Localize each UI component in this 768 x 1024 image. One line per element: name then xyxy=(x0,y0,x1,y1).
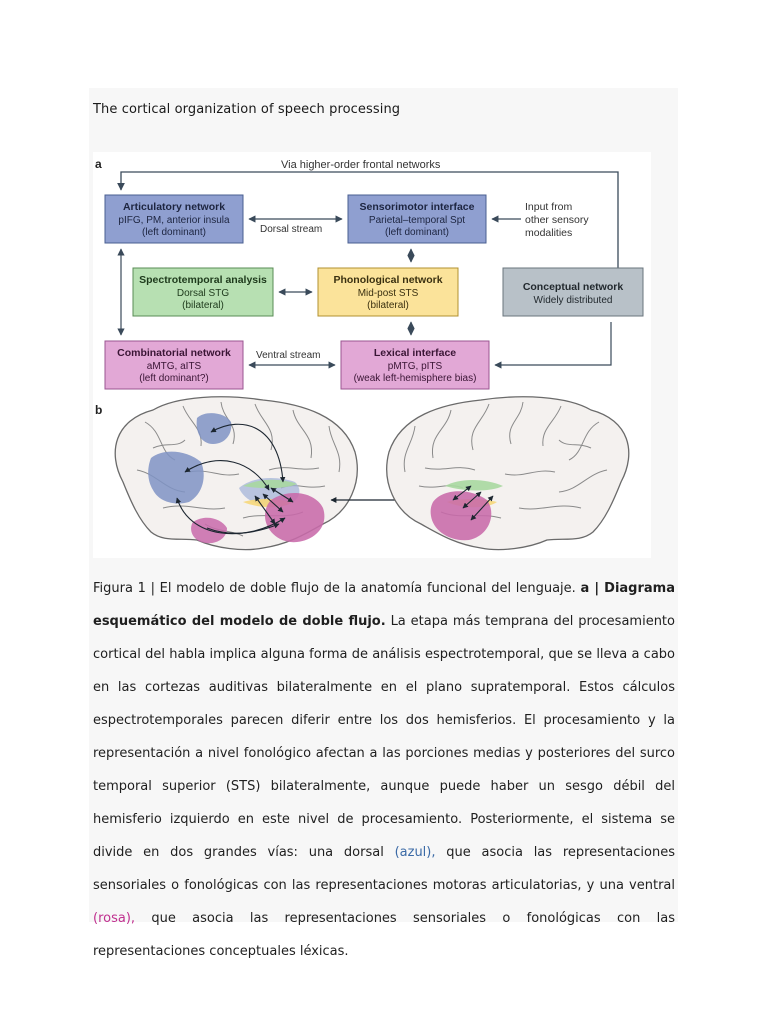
lexical-line-2: (weak left-hemisphere bias) xyxy=(354,373,477,384)
caption-body-1: La etapa más temprana del procesamiento … xyxy=(93,614,675,860)
input-label-3: modalities xyxy=(525,227,572,239)
frontal-feedback-arrow xyxy=(117,171,619,280)
figure-caption: Figura 1 | El modelo de doble flujo de l… xyxy=(93,572,675,968)
caption-body-2: que asocia las representaciones sensoria… xyxy=(93,845,675,893)
lexical-title: Lexical interface xyxy=(374,347,456,359)
combinatorial-network-box: Combinatorial network aMTG, aITS (left d… xyxy=(104,340,244,390)
document-title: The cortical organization of speech proc… xyxy=(93,102,401,117)
spectrotemporal-title: Spectrotemporal analysis xyxy=(139,274,267,286)
conceptual-line-1: Widely distributed xyxy=(534,295,613,306)
spectrotemporal-line-1: Dorsal STG xyxy=(177,288,229,299)
sensorimotor-interface-box: Sensorimotor interface Parietal–temporal… xyxy=(347,194,487,244)
dorsal-stream-label: Dorsal stream xyxy=(260,224,322,235)
combinatorial-title: Combinatorial network xyxy=(117,347,231,359)
left-hemisphere-brain xyxy=(114,396,358,551)
combinatorial-line-2: (left dominant?) xyxy=(139,373,208,384)
combinatorial-line-1: aMTG, aITS xyxy=(147,361,202,372)
ventral-stream-label: Ventral stream xyxy=(256,350,320,361)
spectrotemporal-analysis-box: Spectrotemporal analysis Dorsal STG (bil… xyxy=(132,267,274,317)
right-hemisphere-brain xyxy=(386,396,630,551)
articulatory-line-2: (left dominant) xyxy=(142,227,206,238)
conceptual-title: Conceptual network xyxy=(523,281,624,293)
caption-lead: Figura 1 | El modelo de doble flujo de l… xyxy=(93,581,576,596)
panel-b-label: b xyxy=(95,403,102,417)
input-label-1: Input from xyxy=(525,201,573,213)
lexical-interface-box: Lexical interface pMTG, pITS (weak left-… xyxy=(340,340,490,390)
figure-1: a Via higher-order frontal networks Arti… xyxy=(93,152,651,558)
sensorimotor-line-1: Parietal–temporal Spt xyxy=(369,215,465,226)
phonological-line-2: (bilateral) xyxy=(367,300,409,311)
caption-dorsal-color-note: (azul), xyxy=(394,845,436,860)
lexical-line-1: pMTG, pITS xyxy=(388,361,443,372)
caption-bold-part: a | Diagrama esquemático del modelo de d… xyxy=(93,581,675,629)
phonological-title: Phonological network xyxy=(333,274,442,286)
articulatory-title: Articulatory network xyxy=(123,201,225,213)
caption-ventral-color-note: (rosa), xyxy=(93,911,136,926)
frontal-feedback-label: Via higher-order frontal networks xyxy=(281,159,441,171)
caption-body-3: que asocia las representaciones sensoria… xyxy=(93,911,675,959)
articulatory-line-1: pIFG, PM, anterior insula xyxy=(118,215,230,226)
input-label-2: other sensory xyxy=(525,214,589,226)
sensorimotor-title: Sensorimotor interface xyxy=(360,201,475,213)
phonological-network-box: Phonological network Mid-post STS (bilat… xyxy=(317,267,459,317)
conceptual-network-box: Conceptual network Widely distributed xyxy=(502,267,644,317)
sensorimotor-line-2: (left dominant) xyxy=(385,227,449,238)
spectrotemporal-line-2: (bilateral) xyxy=(182,300,224,311)
phonological-line-1: Mid-post STS xyxy=(358,288,419,299)
articulatory-network-box: Articulatory network pIFG, PM, anterior … xyxy=(104,194,244,244)
panel-a-label: a xyxy=(95,157,102,171)
